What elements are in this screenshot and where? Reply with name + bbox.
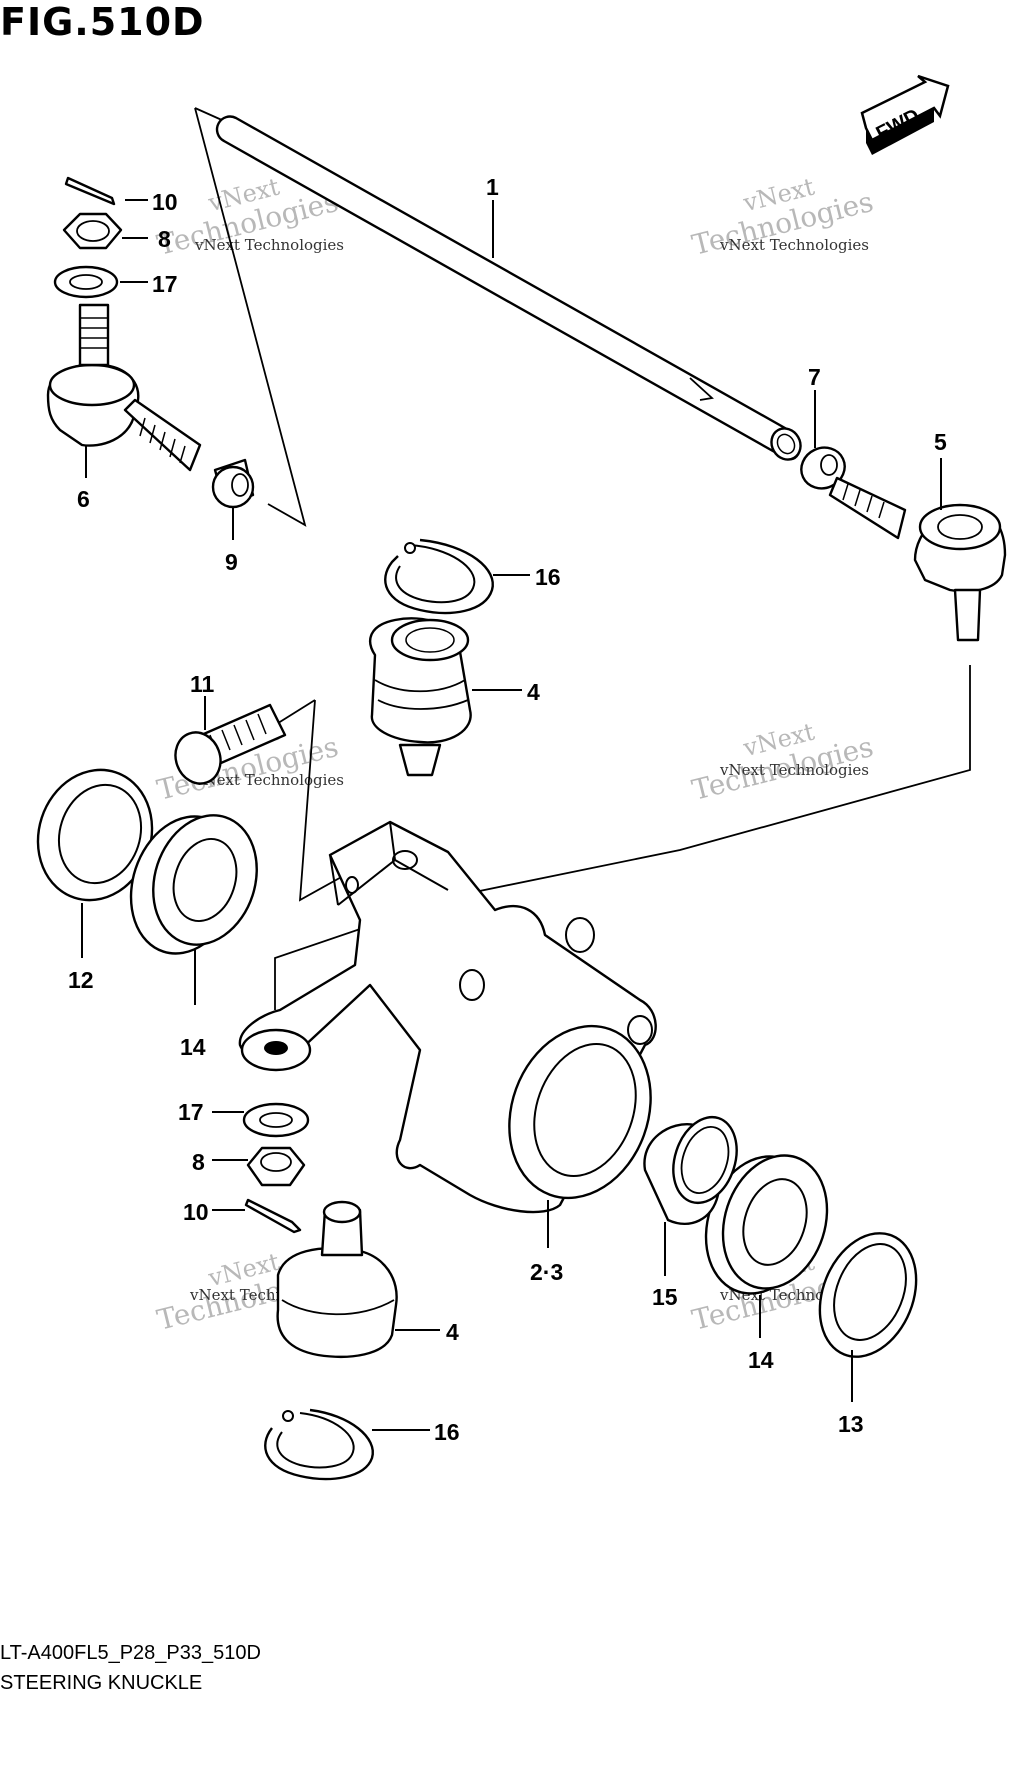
bearing-14-left [129, 814, 258, 955]
bolt-11 [174, 703, 287, 785]
callout-label: 17 [178, 1099, 204, 1125]
callout-label: 17 [152, 271, 178, 297]
callout-label: 4 [527, 679, 540, 705]
watermark-caption: vNext Technologies [719, 761, 869, 779]
callout-label: 1 [486, 174, 499, 200]
washer-bottom [242, 1102, 310, 1138]
callout-label: 15 [652, 1284, 678, 1310]
fwd-arrow-icon: FWD [860, 74, 950, 155]
callout-label: 10 [183, 1199, 209, 1225]
model-code: LT-A400FL5_P28_P33_510D [0, 1642, 261, 1664]
callout-label: 16 [434, 1419, 460, 1445]
callout-label: 12 [68, 967, 94, 993]
callout-label: 9 [225, 549, 238, 575]
callout-label: 14 [180, 1034, 206, 1060]
callout-label: 8 [158, 226, 171, 252]
callout-label: 10 [152, 189, 178, 215]
cotter-pin-top [64, 176, 116, 206]
ball-joint-top [369, 617, 472, 777]
callout-label: 16 [535, 564, 561, 590]
tie-rod-end-left [46, 303, 202, 472]
section-name: STEERING KNUCKLE [0, 1672, 203, 1694]
callout-label: 2·3 [530, 1259, 563, 1285]
bearing-14-right [704, 1154, 829, 1295]
callout-label: 8 [192, 1149, 205, 1175]
castle-nut-top [62, 212, 123, 250]
tie-rod-end-right [828, 476, 1007, 642]
lock-nut-9 [211, 458, 255, 509]
callout-label: 7 [808, 364, 821, 390]
callout-label: 4 [446, 1319, 459, 1345]
callout-label: 13 [838, 1411, 864, 1437]
washer-top [53, 265, 119, 299]
leader-lines [81, 199, 942, 1431]
figure-title: FIG.510D [0, 0, 205, 44]
callout-label: 5 [934, 429, 947, 455]
circlip-top [384, 538, 494, 615]
ball-joint-bottom [276, 1200, 398, 1358]
callout-labels: 1 5 6 7 8 9 10 17 16 4 11 12 14 17 8 10 … [68, 174, 947, 1445]
castle-nut-bottom [246, 1146, 306, 1187]
watermark-caption: vNext Technologies [719, 236, 869, 254]
callout-label: 11 [190, 671, 215, 697]
figure-footer: LT-A400FL5_P28_P33_510D STEERING KNUCKLE [0, 1638, 261, 1698]
watermark-caption: vNext Technologies [194, 236, 344, 254]
tie-rod [215, 115, 802, 461]
callout-label: 14 [748, 1347, 774, 1373]
steering-knuckle [238, 820, 657, 1214]
spacer-15 [643, 1115, 738, 1225]
oil-seal-13 [818, 1232, 918, 1358]
cotter-pin-bottom [244, 1198, 302, 1234]
lock-nut-7 [800, 446, 846, 490]
watermark-caption: vNext Technologies [194, 771, 344, 789]
callout-label: 6 [77, 486, 90, 512]
circlip-bottom [264, 1408, 374, 1481]
